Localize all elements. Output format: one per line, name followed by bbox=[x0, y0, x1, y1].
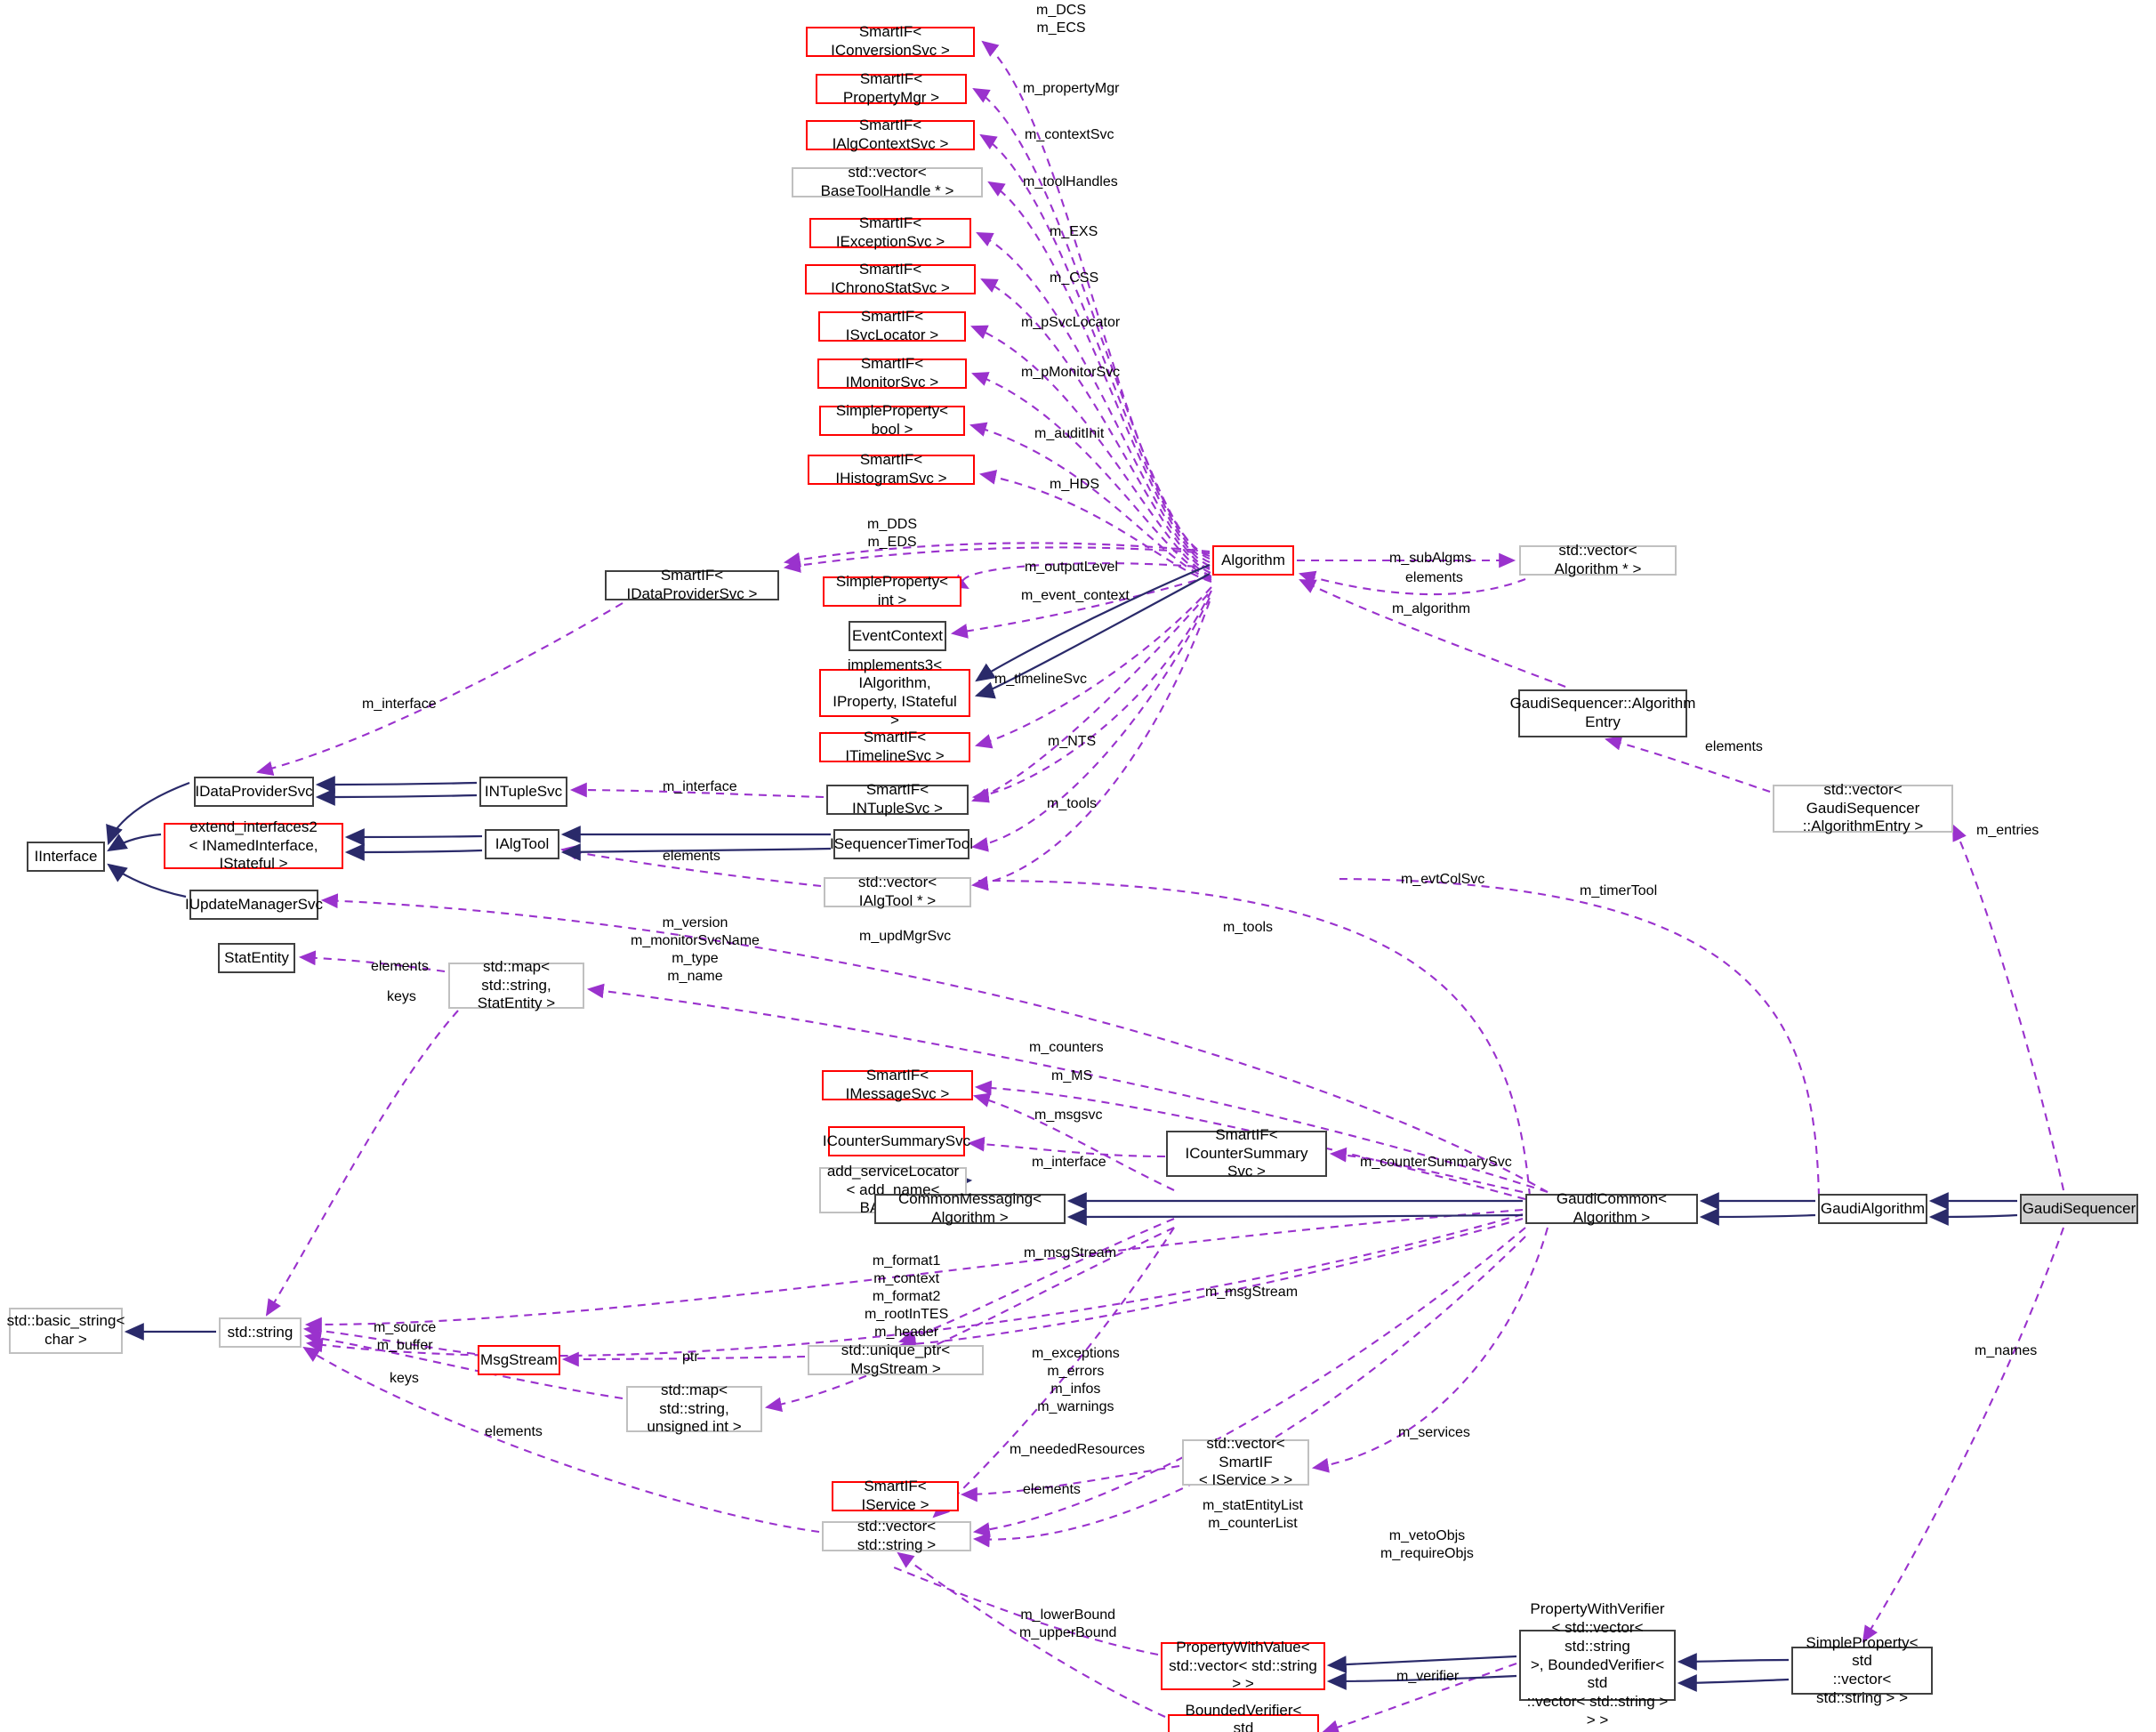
class-node-unique_ptr_msgstream[interactable]: std::unique_ptr< MsgStream > bbox=[808, 1341, 984, 1377]
class-node-msgstream[interactable]: MsgStream bbox=[478, 1345, 560, 1375]
class-node-ialgtool[interactable]: IAlgTool bbox=[485, 829, 559, 859]
class-node-commonmessaging_algorithm[interactable]: CommonMessaging< Algorithm > bbox=[874, 1190, 1066, 1226]
class-node-vector_ialgtool_ptr[interactable]: std::vector< IAlgTool * > bbox=[824, 874, 971, 909]
class-node-propertywithverifier[interactable]: PropertyWithVerifier < std::vector< std:… bbox=[1519, 1600, 1676, 1728]
class-node-map_string_uint[interactable]: std::map< std::string, unsigned int > bbox=[626, 1382, 762, 1435]
class-node-smartif_idataprovidersvc[interactable]: SmartIF< IDataProviderSvc > bbox=[605, 567, 779, 602]
class-node-simpleproperty_bool[interactable]: SimpleProperty< bool > bbox=[819, 402, 965, 438]
class-node-iupdatemanagersvc[interactable]: IUpdateManagerSvc bbox=[185, 890, 323, 920]
class-node-smartif_imessagesvc[interactable]: SmartIF< IMessageSvc > bbox=[822, 1067, 973, 1102]
class-node-eventcontext[interactable]: EventContext bbox=[849, 621, 946, 651]
class-node-idataprovidersvc[interactable]: IDataProviderSvc bbox=[194, 777, 314, 807]
class-node-statentity[interactable]: StatEntity bbox=[218, 943, 295, 973]
class-node-vector_basetoolhandle[interactable]: std::vector< BaseToolHandle * > bbox=[792, 164, 983, 199]
class-node-extend_interfaces2[interactable]: extend_interfaces2 < INamedInterface, IS… bbox=[164, 818, 343, 872]
class-node-icountersummarysvc[interactable]: ICounterSummarySvc bbox=[823, 1126, 970, 1156]
class-node-smartif_iservice[interactable]: SmartIF< IService > bbox=[832, 1478, 959, 1513]
class-node-basic_string_char[interactable]: std::basic_string< char > bbox=[7, 1308, 125, 1354]
class-node-smartif_intuplesvc[interactable]: SmartIF< INTupleSvc > bbox=[826, 781, 969, 817]
class-node-smartif_ialgcontextsvc[interactable]: SmartIF< IAlgContextSvc > bbox=[806, 117, 975, 152]
class-node-simpleproperty_int[interactable]: SimpleProperty< int > bbox=[823, 573, 961, 608]
class-node-smartif_isvclocator[interactable]: SmartIF< ISvcLocator > bbox=[818, 308, 966, 343]
class-node-smartif_itimelinesvc[interactable]: SmartIF< ITimelineSvc > bbox=[819, 729, 970, 764]
class-node-implements3[interactable]: implements3< IAlgorithm, IProperty, ISta… bbox=[819, 657, 970, 729]
class-node-algorithm[interactable]: Algorithm bbox=[1212, 545, 1294, 576]
class-node-std_string[interactable]: std::string bbox=[219, 1317, 302, 1348]
class-node-smartif_imonitorsvc[interactable]: SmartIF< IMonitorSvc > bbox=[817, 355, 967, 391]
class-node-gaudicommon_algorithm[interactable]: GaudiCommon< Algorithm > bbox=[1525, 1190, 1698, 1226]
class-node-smartif_iexceptionsvc[interactable]: SmartIF< IExceptionSvc > bbox=[809, 214, 971, 250]
class-node-smartif_ichronostatsvc[interactable]: SmartIF< IChronoStatSvc > bbox=[805, 261, 976, 296]
class-node-gaudisequencer[interactable]: GaudiSequencer bbox=[2020, 1194, 2138, 1224]
class-node-gaudiseq_algorithmentry[interactable]: GaudiSequencer::Algorithm Entry bbox=[1510, 689, 1695, 737]
class-node-smartif_iconversionsvc[interactable]: SmartIF< IConversionSvc > bbox=[806, 23, 975, 59]
class-node-iinterface[interactable]: IInterface bbox=[27, 842, 105, 872]
class-node-vector_string[interactable]: std::vector< std::string > bbox=[822, 1518, 971, 1553]
class-node-map_string_statentity[interactable]: std::map< std::string, StatEntity > bbox=[448, 958, 584, 1011]
class-node-vector_gaudiseq_entry[interactable]: std::vector< GaudiSequencer ::AlgorithmE… bbox=[1773, 781, 1953, 834]
class-node-vector_smartif_iservice[interactable]: std::vector< SmartIF < IService > > bbox=[1182, 1435, 1309, 1488]
class-node-boundedverifier[interactable]: BoundedVerifier< std ::vector< std::stri… bbox=[1168, 1702, 1319, 1732]
class-node-smartif_ihistogramsvc[interactable]: SmartIF< IHistogramSvc > bbox=[808, 451, 975, 487]
class-node-smartif_propertymgr[interactable]: SmartIF< PropertyMgr > bbox=[816, 70, 967, 106]
class-node-isequencertimertool[interactable]: ISequencerTimerTool bbox=[830, 829, 973, 859]
class-node-propertywithvalue[interactable]: PropertyWithValue< std::vector< std::str… bbox=[1161, 1639, 1325, 1692]
class-node-vector_algorithm_ptr[interactable]: std::vector< Algorithm * > bbox=[1519, 542, 1677, 577]
class-node-intuplesvc[interactable]: INTupleSvc bbox=[479, 777, 567, 807]
class-node-smartif_icountersummarysvc[interactable]: SmartIF< ICounterSummary Svc > bbox=[1166, 1126, 1327, 1180]
class-node-gaudialgorithm[interactable]: GaudiAlgorithm bbox=[1818, 1194, 1927, 1224]
class-node-simpleproperty_vector_string[interactable]: SimpleProperty< std ::vector< std::strin… bbox=[1791, 1634, 1933, 1706]
